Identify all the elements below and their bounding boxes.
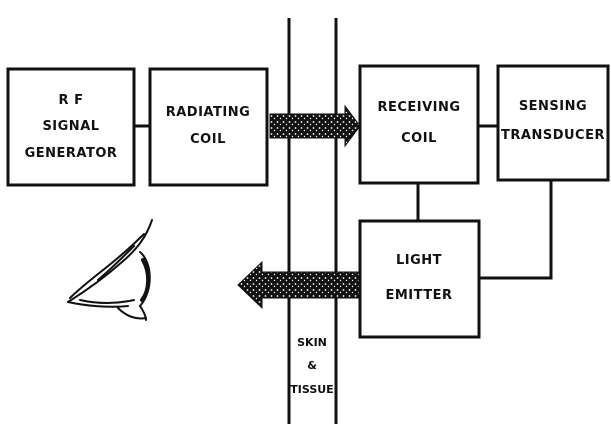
sensing-transducer-label-2: TRANSDUCER [501,128,605,143]
eye-icon [68,220,152,320]
rf-signal-generator-block: R F SIGNAL GENERATOR [8,69,134,185]
sensing-transducer-label-1: SENSING [519,99,587,114]
radiating-coil-label-2: COIL [190,132,226,147]
light-output-arrow [238,262,360,308]
wire-transducer-to-emitter [479,180,551,278]
rf-energy-arrow [270,106,360,146]
radiating-coil-label-1: RADIATING [166,105,251,120]
light-emitter-block: LIGHT EMITTER [360,221,479,337]
rf-generator-label-3: GENERATOR [25,146,118,161]
skin-label-line-1: SKIN [297,336,327,349]
skin-tissue-label: SKIN & TISSUE [290,336,333,396]
receiving-coil-block: RECEIVING COIL [360,66,478,183]
skin-label-line-2: & [307,359,317,372]
light-emitter-label-1: LIGHT [396,253,442,268]
rf-generator-label-2: SIGNAL [42,119,99,134]
receiving-coil-label-1: RECEIVING [377,100,460,115]
rf-generator-label-1: R F [59,93,84,108]
sensing-transducer-block: SENSING TRANSDUCER [498,66,608,180]
radiating-coil-block: RADIATING COIL [150,69,267,185]
light-emitter-label-2: EMITTER [385,288,452,303]
skin-label-line-3: TISSUE [290,383,333,396]
receiving-coil-label-2: COIL [401,131,437,146]
